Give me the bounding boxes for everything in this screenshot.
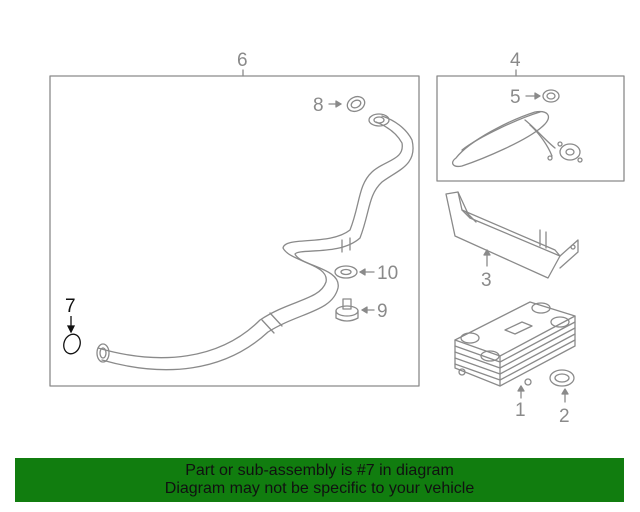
callout-10: 10 <box>377 263 398 284</box>
banner-line-2: Diagram may not be specific to your vehi… <box>164 480 475 497</box>
info-banner: Part or sub-assembly is #7 in diagram Di… <box>15 458 624 502</box>
part-10-washer <box>334 265 358 279</box>
banner-line-1: Part or sub-assembly is #7 in diagram <box>185 462 454 479</box>
callout-4: 4 <box>510 50 521 71</box>
part-9-bolt <box>335 298 359 322</box>
callout-7[interactable]: 7 <box>65 296 76 317</box>
callout-5: 5 <box>510 87 521 108</box>
callout-6: 6 <box>237 50 248 71</box>
part-8-o-ring <box>346 95 366 113</box>
part-2-gasket <box>549 369 575 387</box>
callout-3: 3 <box>481 270 492 291</box>
part-4-pipe <box>451 110 583 168</box>
callout-1: 1 <box>515 400 526 421</box>
callout-2: 2 <box>559 406 570 427</box>
part-5-o-ring <box>542 89 560 103</box>
group-box-6 <box>49 75 420 387</box>
part-3-bracket <box>445 191 579 279</box>
group-box-4 <box>436 75 625 182</box>
callout-8: 8 <box>313 95 324 116</box>
callout-9: 9 <box>377 301 388 322</box>
part-7-o-ring[interactable] <box>61 316 83 356</box>
cooler-hose-drawing <box>96 113 414 371</box>
part-1-oil-cooler <box>454 301 576 387</box>
